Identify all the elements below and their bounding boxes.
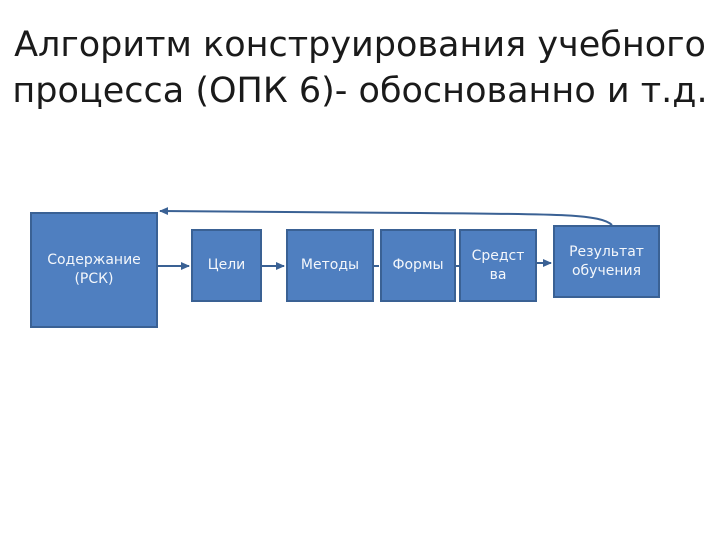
box-forms-label: Формы: [392, 257, 444, 273]
box-content: Содержание (РСК): [30, 212, 158, 328]
slide-title-line-2: процесса (ОПК 6)- обоснованно и т.д.: [12, 71, 708, 111]
box-methods-label: Методы: [300, 257, 360, 273]
slide-title-line-1: Алгоритм конструирования учебного: [14, 25, 706, 65]
box-result: Результат обучения: [553, 225, 660, 298]
box-goals-label: Цели: [207, 257, 246, 273]
box-result-label: Результат обучения: [569, 243, 644, 279]
feedback-arrow: [159, 207, 613, 226]
box-means-label: Средст ва: [471, 247, 525, 283]
box-methods: Методы: [286, 229, 374, 302]
box-forms: Формы: [380, 229, 456, 302]
slide-title: Алгоритм конструирования учебного процес…: [0, 22, 720, 114]
box-means: Средст ва: [459, 229, 537, 302]
box-goals: Цели: [191, 229, 262, 302]
box-content-label: Содержание (РСК): [47, 252, 141, 287]
